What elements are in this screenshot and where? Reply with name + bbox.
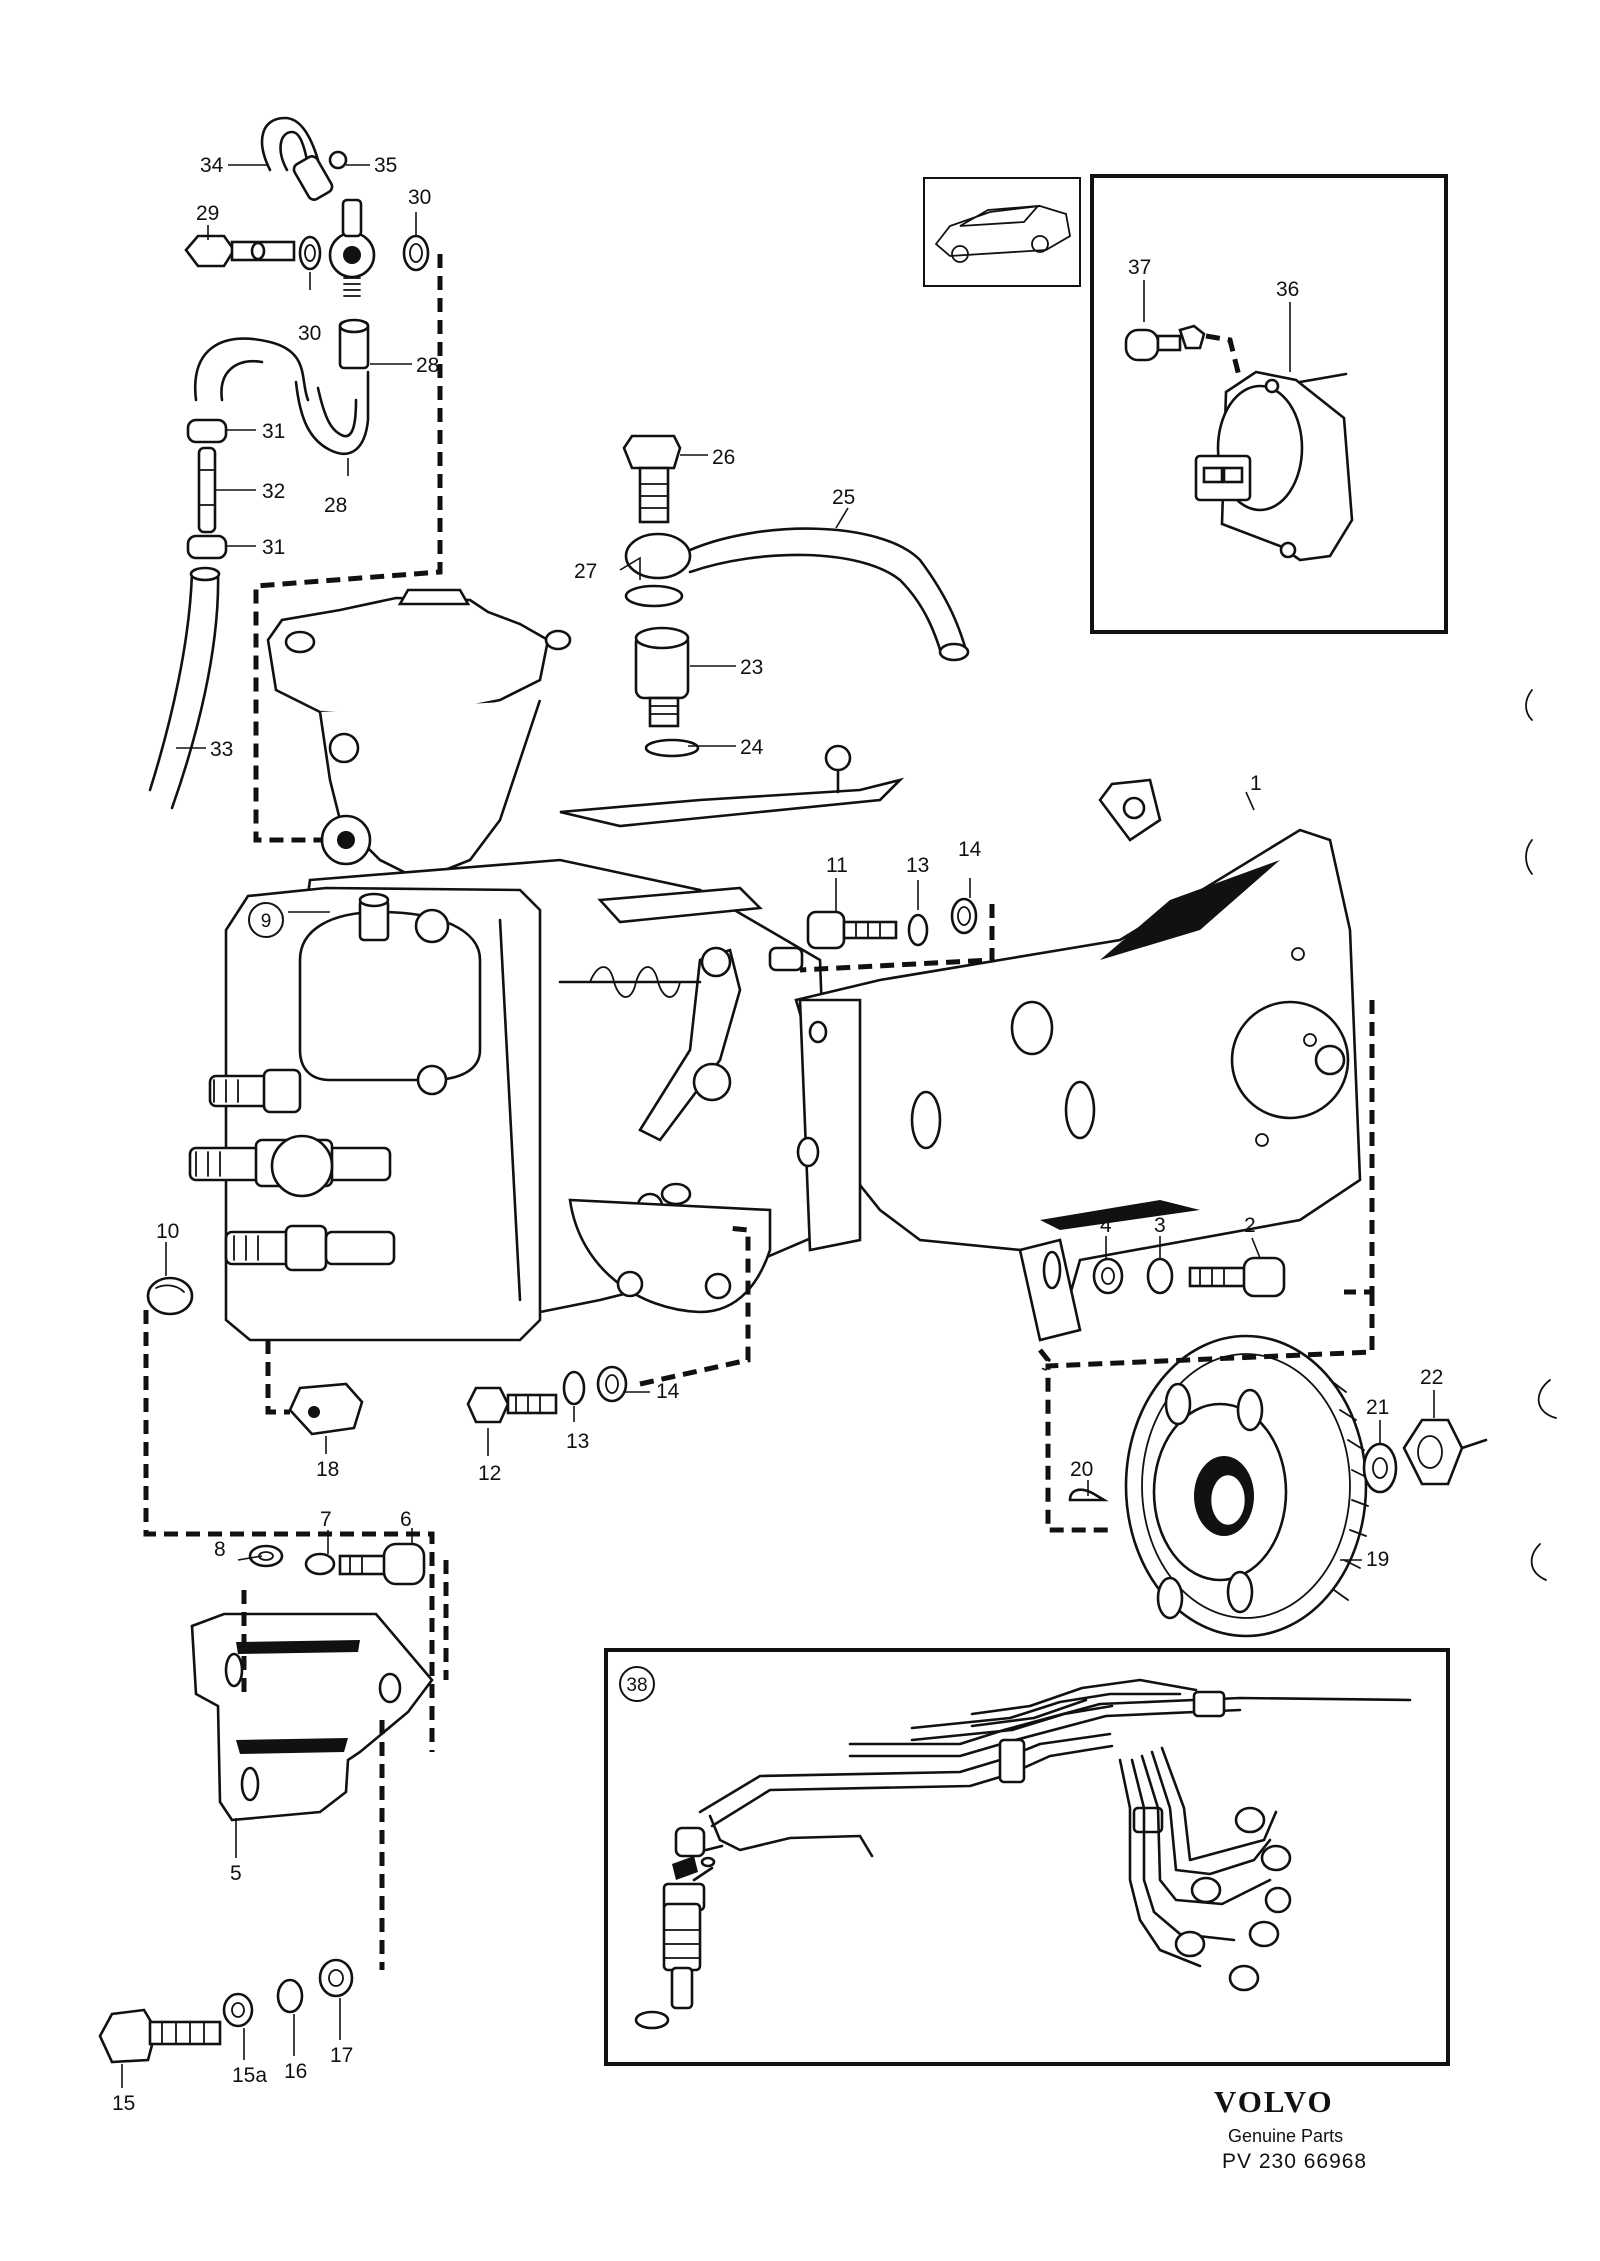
washer-21 [1362, 1442, 1398, 1494]
dashed-link-18 [265, 1340, 290, 1415]
callout-36: 36 [1276, 278, 1299, 301]
brand-block: VOLVO Genuine Parts PV 230 66968 [1214, 2084, 1367, 2173]
callout-34: 34 [200, 154, 224, 177]
callout-11: 11 [826, 854, 848, 877]
car-icon [934, 204, 1071, 263]
circled-callout-9: 9 [248, 902, 284, 938]
callout-17: 17 [330, 2044, 353, 2067]
callout-16: 16 [284, 2060, 307, 2083]
callout-28a: 28 [416, 354, 439, 377]
callout-31a: 31 [262, 420, 285, 443]
callout-23: 23 [740, 656, 763, 679]
callout-20: 20 [1070, 1458, 1093, 1481]
svg-text:9: 9 [261, 911, 272, 932]
dashed-link-12 [639, 1225, 751, 1387]
throttle-lever [558, 744, 905, 1220]
circled-callout-38: 38 [619, 1666, 655, 1702]
callout-15a: 15a [232, 2064, 267, 2087]
brand-tagline: Genuine Parts [1228, 2126, 1343, 2146]
woodruff-key-20 [1068, 1488, 1109, 1502]
callout-27: 27 [574, 560, 597, 583]
callout-31b: 31 [262, 536, 285, 559]
callout-28b: 28 [324, 494, 347, 517]
vehicle-inset [923, 177, 1081, 287]
callout-4: 4 [1100, 1214, 1112, 1237]
callout-labels: 1 2 3 4 5 6 7 8 10 11 12 13 13 14 14 15 … [112, 154, 1443, 2115]
brand-name: VOLVO [1214, 2084, 1334, 2119]
injection-pump [188, 588, 905, 1342]
callout-30b: 30 [298, 322, 321, 345]
timing-pulley-19 [1124, 1334, 1369, 1638]
part-code: PV 230 66968 [1222, 2150, 1367, 2173]
callout-5: 5 [230, 1862, 242, 1885]
callout-12: 12 [478, 1462, 501, 1485]
callout-26: 26 [712, 446, 735, 469]
washer-10 [146, 1276, 194, 1316]
callout-29: 29 [196, 202, 219, 225]
rear-bracket-5 [190, 1542, 434, 1822]
callout-10: 10 [156, 1220, 179, 1243]
banjo-bolt-29 [184, 234, 296, 268]
dashed-link-11 [799, 904, 995, 973]
nut-22 [1402, 1418, 1488, 1486]
callout-25: 25 [832, 486, 855, 509]
dashed-link-pulley [1045, 1292, 1375, 1533]
callout-30a: 30 [408, 186, 431, 209]
callout-3: 3 [1154, 1214, 1166, 1237]
injector-lines-inset [604, 1648, 1450, 2066]
callout-14a: 14 [958, 838, 982, 861]
callout-21: 21 [1366, 1396, 1389, 1419]
svg-text:38: 38 [626, 1675, 647, 1696]
dashed-link-banjo [253, 254, 443, 843]
callout-13b: 13 [566, 1430, 589, 1453]
callout-7: 7 [320, 1508, 332, 1531]
bolt-2-set [1092, 1256, 1286, 1298]
callout-13a: 13 [906, 854, 929, 877]
callout-22: 22 [1420, 1366, 1443, 1389]
bolt-12-set [466, 1365, 628, 1424]
callout-14b: 14 [656, 1380, 680, 1403]
callout-35: 35 [374, 154, 397, 177]
callout-24: 24 [740, 736, 764, 759]
callout-6: 6 [400, 1508, 412, 1531]
callout-15: 15 [112, 2092, 135, 2115]
return-pipe-assembly [622, 434, 970, 758]
bolt-15-set [98, 1958, 354, 2064]
callout-37: 37 [1128, 256, 1151, 279]
callout-33: 33 [210, 738, 233, 761]
callout-8: 8 [214, 1538, 226, 1561]
delivery-valves [188, 1068, 396, 1272]
dashed-link-10 [143, 1310, 435, 1752]
nut-18 [288, 1382, 364, 1436]
vacuum-unit-inset [1090, 174, 1448, 634]
callout-2: 2 [1244, 1214, 1256, 1237]
dashed-stub [1038, 1348, 1051, 1371]
callout-1: 1 [1250, 772, 1262, 795]
callout-19: 19 [1366, 1548, 1389, 1571]
callout-32: 32 [262, 480, 285, 503]
bolt-11-set [806, 897, 978, 950]
leader-lines [121, 164, 1435, 2088]
binder-marks [1525, 689, 1557, 1581]
callout-18: 18 [316, 1458, 339, 1481]
pump-bracket-1 [794, 778, 1362, 1342]
